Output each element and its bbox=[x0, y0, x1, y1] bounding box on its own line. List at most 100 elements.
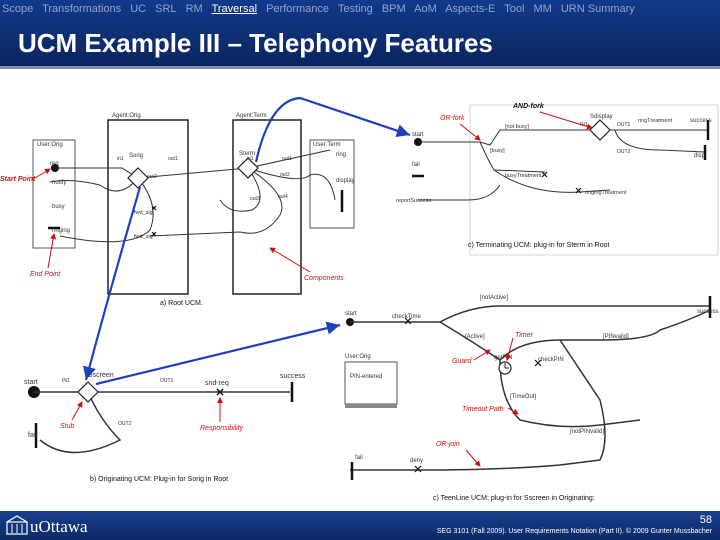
label-a-out2b: out2 bbox=[280, 172, 290, 178]
label-not-pin-valid: [notPINvalid] bbox=[570, 429, 604, 435]
annotation-components: Components bbox=[304, 275, 344, 282]
page-number: 58 bbox=[699, 514, 712, 526]
originating-ucm: start Sscreen IN1 OUT1 OUT2 snd-req succ… bbox=[24, 372, 306, 483]
caption-terminating-ucm: c) Terminating UCM: plug-in for Sterm in… bbox=[468, 242, 610, 249]
teenline-ucm: start User:Orig PIN-entered checkTime [n… bbox=[344, 295, 719, 502]
component-teen-user-orig bbox=[344, 361, 398, 405]
label-sterm: Sterm bbox=[239, 151, 255, 157]
responsibility-check-time bbox=[404, 317, 412, 325]
stub-sscreen-icon bbox=[77, 381, 99, 403]
label-ring: ring bbox=[336, 152, 346, 158]
label-not-active: [notActive] bbox=[480, 295, 508, 301]
nav-item-aom[interactable]: AoM bbox=[414, 3, 437, 15]
label-teen-user-orig: User:Orig bbox=[345, 354, 371, 360]
label-term-success: success bbox=[690, 118, 712, 124]
label-deny: deny bbox=[410, 458, 423, 464]
stub-sterm-icon bbox=[237, 157, 259, 179]
label-fwd-sig-2: fwd_sig bbox=[134, 234, 153, 240]
label-active: [Active] bbox=[465, 334, 485, 340]
nav-item-srl[interactable]: SRL bbox=[155, 3, 177, 15]
label-ringing-treatment: ringingTreatment bbox=[585, 190, 627, 196]
nav-item-scope[interactable]: Scope bbox=[2, 3, 34, 15]
responsibility-ringing bbox=[575, 187, 582, 194]
label-c-in1: IN1 bbox=[580, 122, 588, 128]
footer-credits: SEG 3101 (Fall 2009). User Requirements … bbox=[436, 528, 712, 535]
label-ring-treatment: ringTreatment bbox=[638, 118, 673, 124]
nav-item-aspects-e[interactable]: Aspects-E bbox=[445, 3, 496, 15]
teen-path-notvalid bbox=[559, 339, 606, 461]
nav-item-urn-summary[interactable]: URN Summary bbox=[560, 3, 635, 15]
annotation-timeout-path: Timeout Path bbox=[462, 406, 504, 413]
component-user-orig bbox=[32, 139, 76, 249]
terminating-ucm: start fail reportSuccess [not busy] [bus… bbox=[396, 103, 719, 256]
stub-sdisplay-icon bbox=[589, 119, 611, 141]
component-user-term bbox=[309, 139, 355, 229]
nav-item-bpm[interactable]: BPM bbox=[381, 3, 406, 15]
root-path-fwd bbox=[149, 167, 283, 237]
term-path-report bbox=[418, 184, 501, 201]
label-term-fail: fail bbox=[412, 162, 420, 168]
label-busy-guard: [busy] bbox=[490, 148, 505, 154]
annotation-guard: Guard bbox=[452, 358, 473, 365]
component-agent-orig bbox=[107, 119, 189, 295]
section-nav: Scope Transformations UC SRL RM Traversa… bbox=[2, 3, 641, 15]
teen-path-active bbox=[439, 309, 711, 361]
nav-item-rm[interactable]: RM bbox=[185, 3, 203, 15]
nav-item-mm[interactable]: MM bbox=[533, 3, 552, 15]
uottawa-logo-icon bbox=[6, 515, 28, 535]
slide-footer bbox=[0, 511, 720, 540]
label-not-busy: [not busy] bbox=[505, 124, 529, 130]
root-path-out2 bbox=[219, 167, 261, 212]
nav-item-transformations[interactable]: Transformations bbox=[42, 3, 122, 15]
nav-item-traversal[interactable]: Traversal bbox=[211, 3, 258, 15]
label-fwd-sig-1: fwd_sig bbox=[134, 210, 153, 216]
label-busy: busy bbox=[52, 204, 65, 210]
ucm-diagram: User:Orig Agent:Orig Agent:Term User:Ter… bbox=[0, 96, 719, 502]
annotation-stub: Stub bbox=[60, 423, 75, 430]
responsibility-fwd-1 bbox=[151, 205, 157, 211]
label-b-out2: OUT2 bbox=[118, 421, 132, 427]
label-pin-entered: PIN-entered bbox=[350, 374, 382, 380]
label-pin-valid: [PINvalid] bbox=[603, 334, 629, 340]
label-b-in1: IN1 bbox=[62, 378, 70, 384]
terminating-frame bbox=[469, 104, 719, 256]
label-term-disp: disp bbox=[694, 153, 706, 159]
label-sorig: Sorig bbox=[129, 153, 143, 159]
nav-item-uc[interactable]: UC bbox=[130, 3, 147, 15]
label-notify: notify bbox=[52, 180, 66, 186]
annotation-and-fork: AND-fork bbox=[512, 103, 545, 110]
label-a-out1b: out1 bbox=[282, 156, 292, 162]
label-snd-req: snd-req bbox=[205, 380, 229, 387]
label-sdisplay: Sdisplay bbox=[590, 114, 613, 120]
nav-item-tool[interactable]: Tool bbox=[504, 3, 525, 15]
page-title: UCM Example III – Telephony Features bbox=[18, 28, 493, 58]
annotation-end-point: End Point bbox=[30, 271, 61, 278]
nav-item-testing[interactable]: Testing bbox=[337, 3, 373, 15]
label-a-in1: in1 bbox=[117, 156, 124, 162]
header-divider bbox=[0, 66, 720, 69]
label-check-pin: checkPIN bbox=[538, 357, 564, 363]
label-timeout: [TimeOut] bbox=[510, 394, 536, 400]
teen-path-deny bbox=[350, 459, 601, 471]
slide-header bbox=[0, 0, 720, 66]
root-ucm: User:Orig Agent:Orig Agent:Term User:Ter… bbox=[0, 113, 355, 307]
label-a-in1b: in1 bbox=[247, 156, 254, 162]
label-orig-success: success bbox=[280, 373, 306, 380]
logo-text: uOttawa bbox=[30, 517, 88, 536]
plugin-arrow-sterm bbox=[254, 96, 411, 163]
label-report-success: reportSuccess bbox=[396, 198, 431, 204]
caption-originating-ucm: b) Originating UCM: Plug-in for Sorig in… bbox=[90, 476, 228, 483]
label-get-pin: getPIN bbox=[494, 355, 512, 361]
plugin-arrow-sorig bbox=[83, 186, 142, 381]
root-path-display bbox=[247, 167, 336, 201]
nav-item-performance[interactable]: Performance bbox=[266, 3, 330, 15]
label-req: req bbox=[50, 161, 59, 167]
teen-path-timeout bbox=[499, 359, 641, 428]
label-agent-term: Agent:Term bbox=[236, 113, 267, 119]
annotation-responsibility: Responsibility bbox=[200, 425, 244, 432]
term-path-disp bbox=[614, 129, 706, 153]
label-c-out1: OUT1 bbox=[617, 122, 631, 128]
annotation-start-point: Start Point bbox=[0, 176, 36, 183]
stub-sorig-icon bbox=[127, 167, 149, 189]
annotation-timer: Timer bbox=[515, 332, 533, 339]
